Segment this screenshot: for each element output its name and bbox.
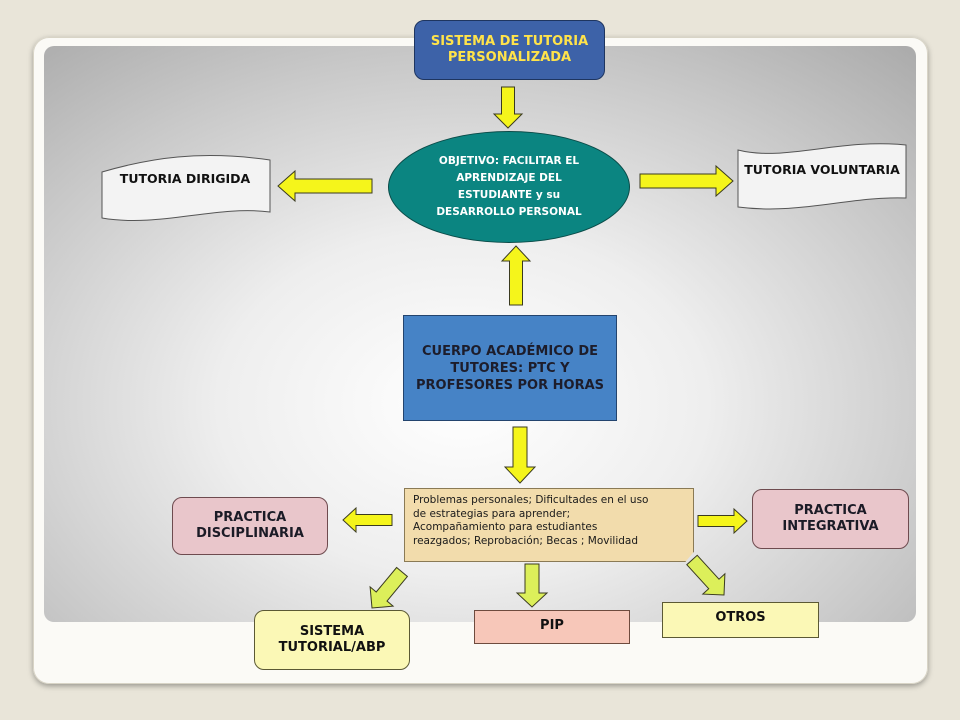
arrow-problemas-to-sistema-tutorial bbox=[369, 566, 409, 609]
arrow-problemas-to-otros bbox=[686, 554, 726, 596]
sistema-tutorial-text: SISTEMA TUTORIAL/ABP bbox=[278, 624, 386, 655]
objetivo-ellipse: OBJETIVO: FACILITAR EL APRENDIZAJE DEL E… bbox=[388, 131, 630, 243]
sistema-tutoria-box: SISTEMA DE TUTORIA PERSONALIZADA bbox=[414, 20, 605, 80]
tutoria-dirigida-label: TUTORIA DIRIGIDA bbox=[119, 171, 251, 186]
practica-integrativa-text: PRACTICA INTEGRATIVA bbox=[782, 503, 879, 534]
tutoria-dirigida-shape bbox=[101, 155, 271, 222]
problemas-line-4: reazgados; Reprobación; Becas ; Movilida… bbox=[413, 534, 638, 547]
cuerpo-academico-box: CUERPO ACADÉMICO DE TUTORES: PTC Y PROFE… bbox=[403, 315, 617, 421]
arrow-problemas-to-disciplinaria bbox=[342, 506, 393, 534]
arrow-cuerpo-to-problemas bbox=[503, 426, 537, 484]
tutoria-voluntaria-label: TUTORIA VOLUNTARIA bbox=[744, 162, 900, 177]
arrow-sistema-to-objetivo bbox=[492, 86, 524, 129]
tutoria-voluntaria-shape bbox=[737, 143, 907, 210]
arrow-problemas-to-integrativa bbox=[697, 507, 748, 535]
arrow-objetivo-to-voluntaria bbox=[639, 164, 734, 198]
otros-box: OTROS bbox=[662, 602, 819, 638]
sistema-tutorial-box: SISTEMA TUTORIAL/ABP bbox=[254, 610, 410, 670]
problemas-line-1: Problemas personales; Dificultades en el… bbox=[413, 494, 649, 506]
cuerpo-academico-text: CUERPO ACADÉMICO DE TUTORES: PTC Y PROFE… bbox=[415, 343, 605, 393]
practica-disciplinaria-text: PRACTICA DISCIPLINARIA bbox=[196, 510, 304, 541]
problemas-note: Problemas personales; Dificultades en el… bbox=[404, 488, 694, 562]
problemas-line-3: Acompañamiento para estudiantes bbox=[413, 521, 598, 533]
problemas-line-2: de estrategias para aprender; bbox=[413, 507, 571, 520]
practica-integrativa-box: PRACTICA INTEGRATIVA bbox=[752, 489, 909, 549]
pip-box: PIP bbox=[474, 610, 630, 644]
otros-text: OTROS bbox=[715, 610, 766, 625]
practica-disciplinaria-box: PRACTICA DISCIPLINARIA bbox=[172, 497, 328, 555]
sistema-tutoria-text: SISTEMA DE TUTORIA PERSONALIZADA bbox=[430, 34, 589, 65]
arrow-cuerpo-to-objetivo bbox=[500, 245, 532, 306]
arrow-problemas-to-pip bbox=[515, 563, 549, 608]
arrow-objetivo-to-dirigida bbox=[277, 169, 373, 203]
pip-text: PIP bbox=[540, 618, 564, 633]
objetivo-text: OBJETIVO: FACILITAR EL APRENDIZAJE DEL E… bbox=[436, 155, 582, 218]
